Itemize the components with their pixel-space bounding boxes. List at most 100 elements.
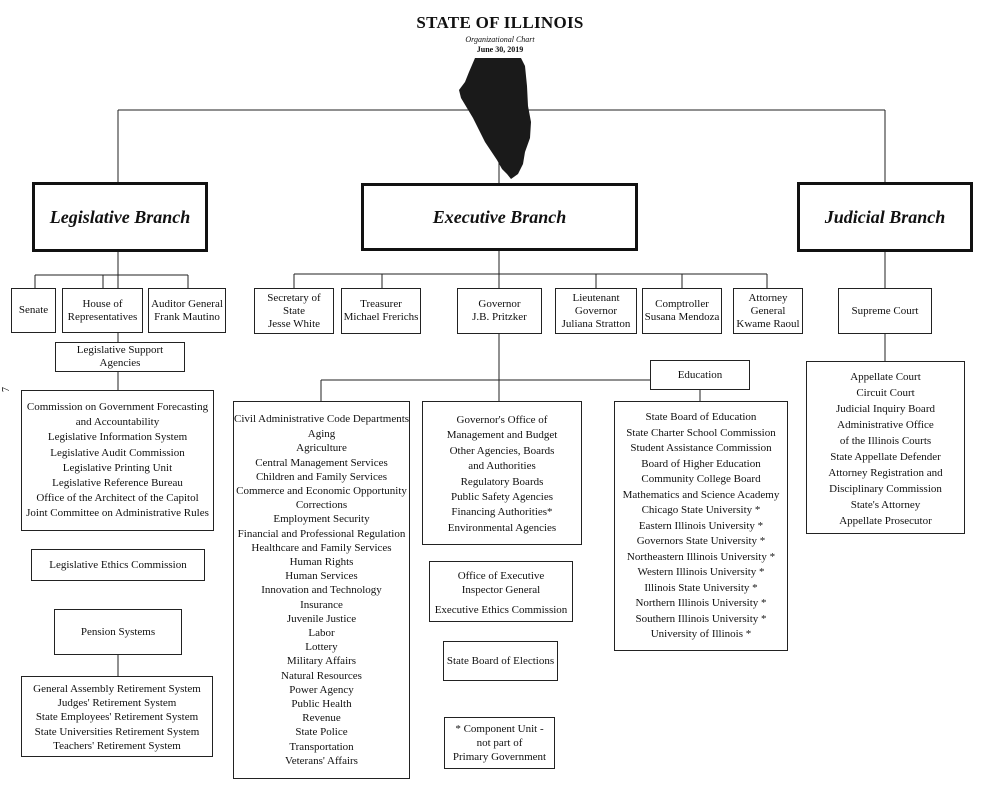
pension-systems-box: Pension Systems — [54, 609, 182, 655]
supreme-court-box: Supreme Court — [838, 288, 932, 334]
list-item: Public Health — [291, 698, 352, 711]
list-item: Appellate Court — [850, 371, 921, 383]
comptroller-box: Comptroller Susana Mendoza — [642, 288, 722, 334]
judicial-branch: Judicial Branch — [797, 182, 973, 252]
list-item: Management and Budget — [446, 429, 558, 442]
list-item: State's Attorney — [850, 499, 921, 511]
list-item: Employment Security — [273, 513, 370, 526]
list-heading: Civil Administrative Code Departments — [234, 413, 410, 425]
house-box: House of Representatives — [62, 288, 143, 333]
attorney-line-1: Attorney — [748, 291, 788, 304]
footnote-line-3: Primary Government — [452, 751, 547, 763]
list-item: State Employees' Retirement System — [35, 711, 199, 724]
judicial-courts-list: Appellate Court Circuit Court Judicial I… — [806, 361, 965, 534]
list-item: Southern Illinois University * — [635, 612, 767, 625]
list-item: Innovation and Technology — [261, 584, 382, 597]
list-item: Legislative Reference Bureau — [52, 477, 183, 490]
list-item: Student Assistance Commission — [630, 442, 772, 454]
list-item: Legislative Audit Commission — [50, 446, 185, 459]
list-item: Office of the Architect of the Capitol — [36, 492, 199, 505]
list-item: State Police — [295, 726, 348, 739]
list-item: Regulatory Boards — [460, 475, 544, 488]
list-item: Eastern Illinois University * — [638, 519, 764, 532]
page-date: June 30, 2019 — [476, 45, 524, 54]
treasurer-line-1: Treasurer — [360, 298, 402, 310]
page-title: STATE OF ILLINOIS — [416, 13, 584, 32]
list-item: Judges' Retirement System — [57, 697, 177, 710]
comptroller-line-2: Susana Mendoza — [644, 311, 720, 323]
treasurer-box: Treasurer Michael Frerichs — [341, 288, 421, 334]
list-item: Disciplinary Commission — [829, 483, 942, 495]
list-item: Public Safety Agencies — [450, 491, 554, 504]
senate-box: Senate — [11, 288, 56, 333]
illinois-map-icon — [459, 58, 531, 179]
list-item: State Universities Retirement System — [34, 725, 200, 738]
list-item: Other Agencies, Boards — [449, 444, 555, 457]
legislative-ethics-commission-box: Legislative Ethics Commission — [31, 549, 205, 581]
list-item: Chicago State University * — [641, 504, 761, 516]
secretary-of-state-box: Secretary of State Jesse White — [254, 288, 334, 334]
governor-box: Governor J.B. Pritzker — [457, 288, 542, 334]
lieutenant-governor-box: Lieutenant Governor Juliana Stratton — [555, 288, 637, 334]
governor-line-2: J.B. Pritzker — [472, 311, 527, 323]
list-item: Central Management Services — [255, 456, 388, 469]
list-item: Juvenile Justice — [286, 612, 357, 625]
inspector-line-3: Executive Ethics Commission — [434, 604, 568, 616]
governors-office-list: Governor's Office of Management and Budg… — [422, 401, 582, 545]
list-item: Appellate Prosecutor — [839, 515, 932, 527]
list-item: Commission on Government Forecasting — [26, 401, 209, 413]
list-item: Children and Family Services — [255, 470, 388, 483]
list-item: Commerce and Economic Opportunity — [236, 485, 407, 498]
state-board-of-elections-box: State Board of Elections — [443, 641, 558, 681]
list-item: Mathematics and Science Academy — [622, 488, 780, 501]
list-item: Insurance — [300, 598, 343, 611]
list-item: Financing Authorities* — [451, 506, 553, 519]
list-item: Lottery — [305, 641, 338, 654]
list-item: Joint Committee on Administrative Rules — [26, 507, 209, 520]
list-item: Northern Illinois University * — [635, 597, 767, 609]
inspector-line-1: Office of Executive — [457, 570, 545, 582]
auditor-line-2: Frank Mautino — [154, 310, 220, 323]
list-item: Environmental Agencies — [447, 521, 557, 534]
comptroller-line-1: Comptroller — [655, 298, 709, 310]
list-item: Corrections — [295, 499, 348, 512]
footnote-line-1: * Component Unit - — [455, 723, 544, 735]
governor-line-1: Governor — [478, 298, 521, 310]
list-item: Judicial Inquiry Board — [836, 403, 935, 415]
executive-branch: Executive Branch — [361, 183, 638, 251]
list-item: Power Agency — [289, 683, 354, 696]
civil-administrative-departments-list: Civil Administrative Code Departments Ag… — [233, 401, 410, 779]
executive-inspector-general-box: Office of Executive Inspector General Ex… — [429, 561, 573, 622]
lt-governor-line-1: Lieutenant — [572, 291, 620, 304]
list-item: General Assembly Retirement System — [33, 683, 201, 695]
list-item: Governors State University * — [636, 535, 766, 547]
list-item: Attorney Registration and — [828, 467, 943, 479]
list-item: Financial and Professional Regulation — [237, 527, 406, 540]
list-item: Community College Board — [641, 473, 761, 485]
page-subtitle: Organizational Chart — [465, 35, 535, 44]
legislative-support-list: Commission on Government Forecasting and… — [21, 390, 214, 531]
list-item: Legislative Information System — [47, 431, 188, 444]
list-item: Legislative Printing Unit — [62, 461, 173, 474]
list-item: Administrative Office — [837, 419, 934, 431]
list-item: Human Rights — [289, 556, 354, 569]
list-item: Veterans' Affairs — [285, 754, 358, 767]
list-item: Western Illinois University * — [637, 566, 765, 578]
list-item: Illinois State University * — [644, 581, 758, 594]
lt-governor-line-2: Governor — [574, 304, 618, 317]
list-item: State Appellate Defender — [830, 451, 941, 463]
list-item: Human Services — [285, 570, 358, 583]
list-item: Natural Resources — [281, 669, 362, 682]
list-item: Circuit Court — [856, 387, 915, 399]
legislative-support-agencies-box: Legislative Support Agencies — [55, 342, 185, 372]
list-item: Military Affairs — [286, 655, 357, 668]
treasurer-line-2: Michael Frerichs — [343, 311, 419, 323]
auditor-line-1: Auditor General — [151, 297, 223, 310]
pension-systems-list: General Assembly Retirement System Judge… — [21, 676, 213, 757]
list-item: Revenue — [302, 712, 341, 725]
list-item: and Accountability — [75, 416, 160, 429]
list-item: Northeastern Illinois University * — [626, 550, 776, 563]
list-item: Teachers' Retirement System — [53, 739, 181, 752]
